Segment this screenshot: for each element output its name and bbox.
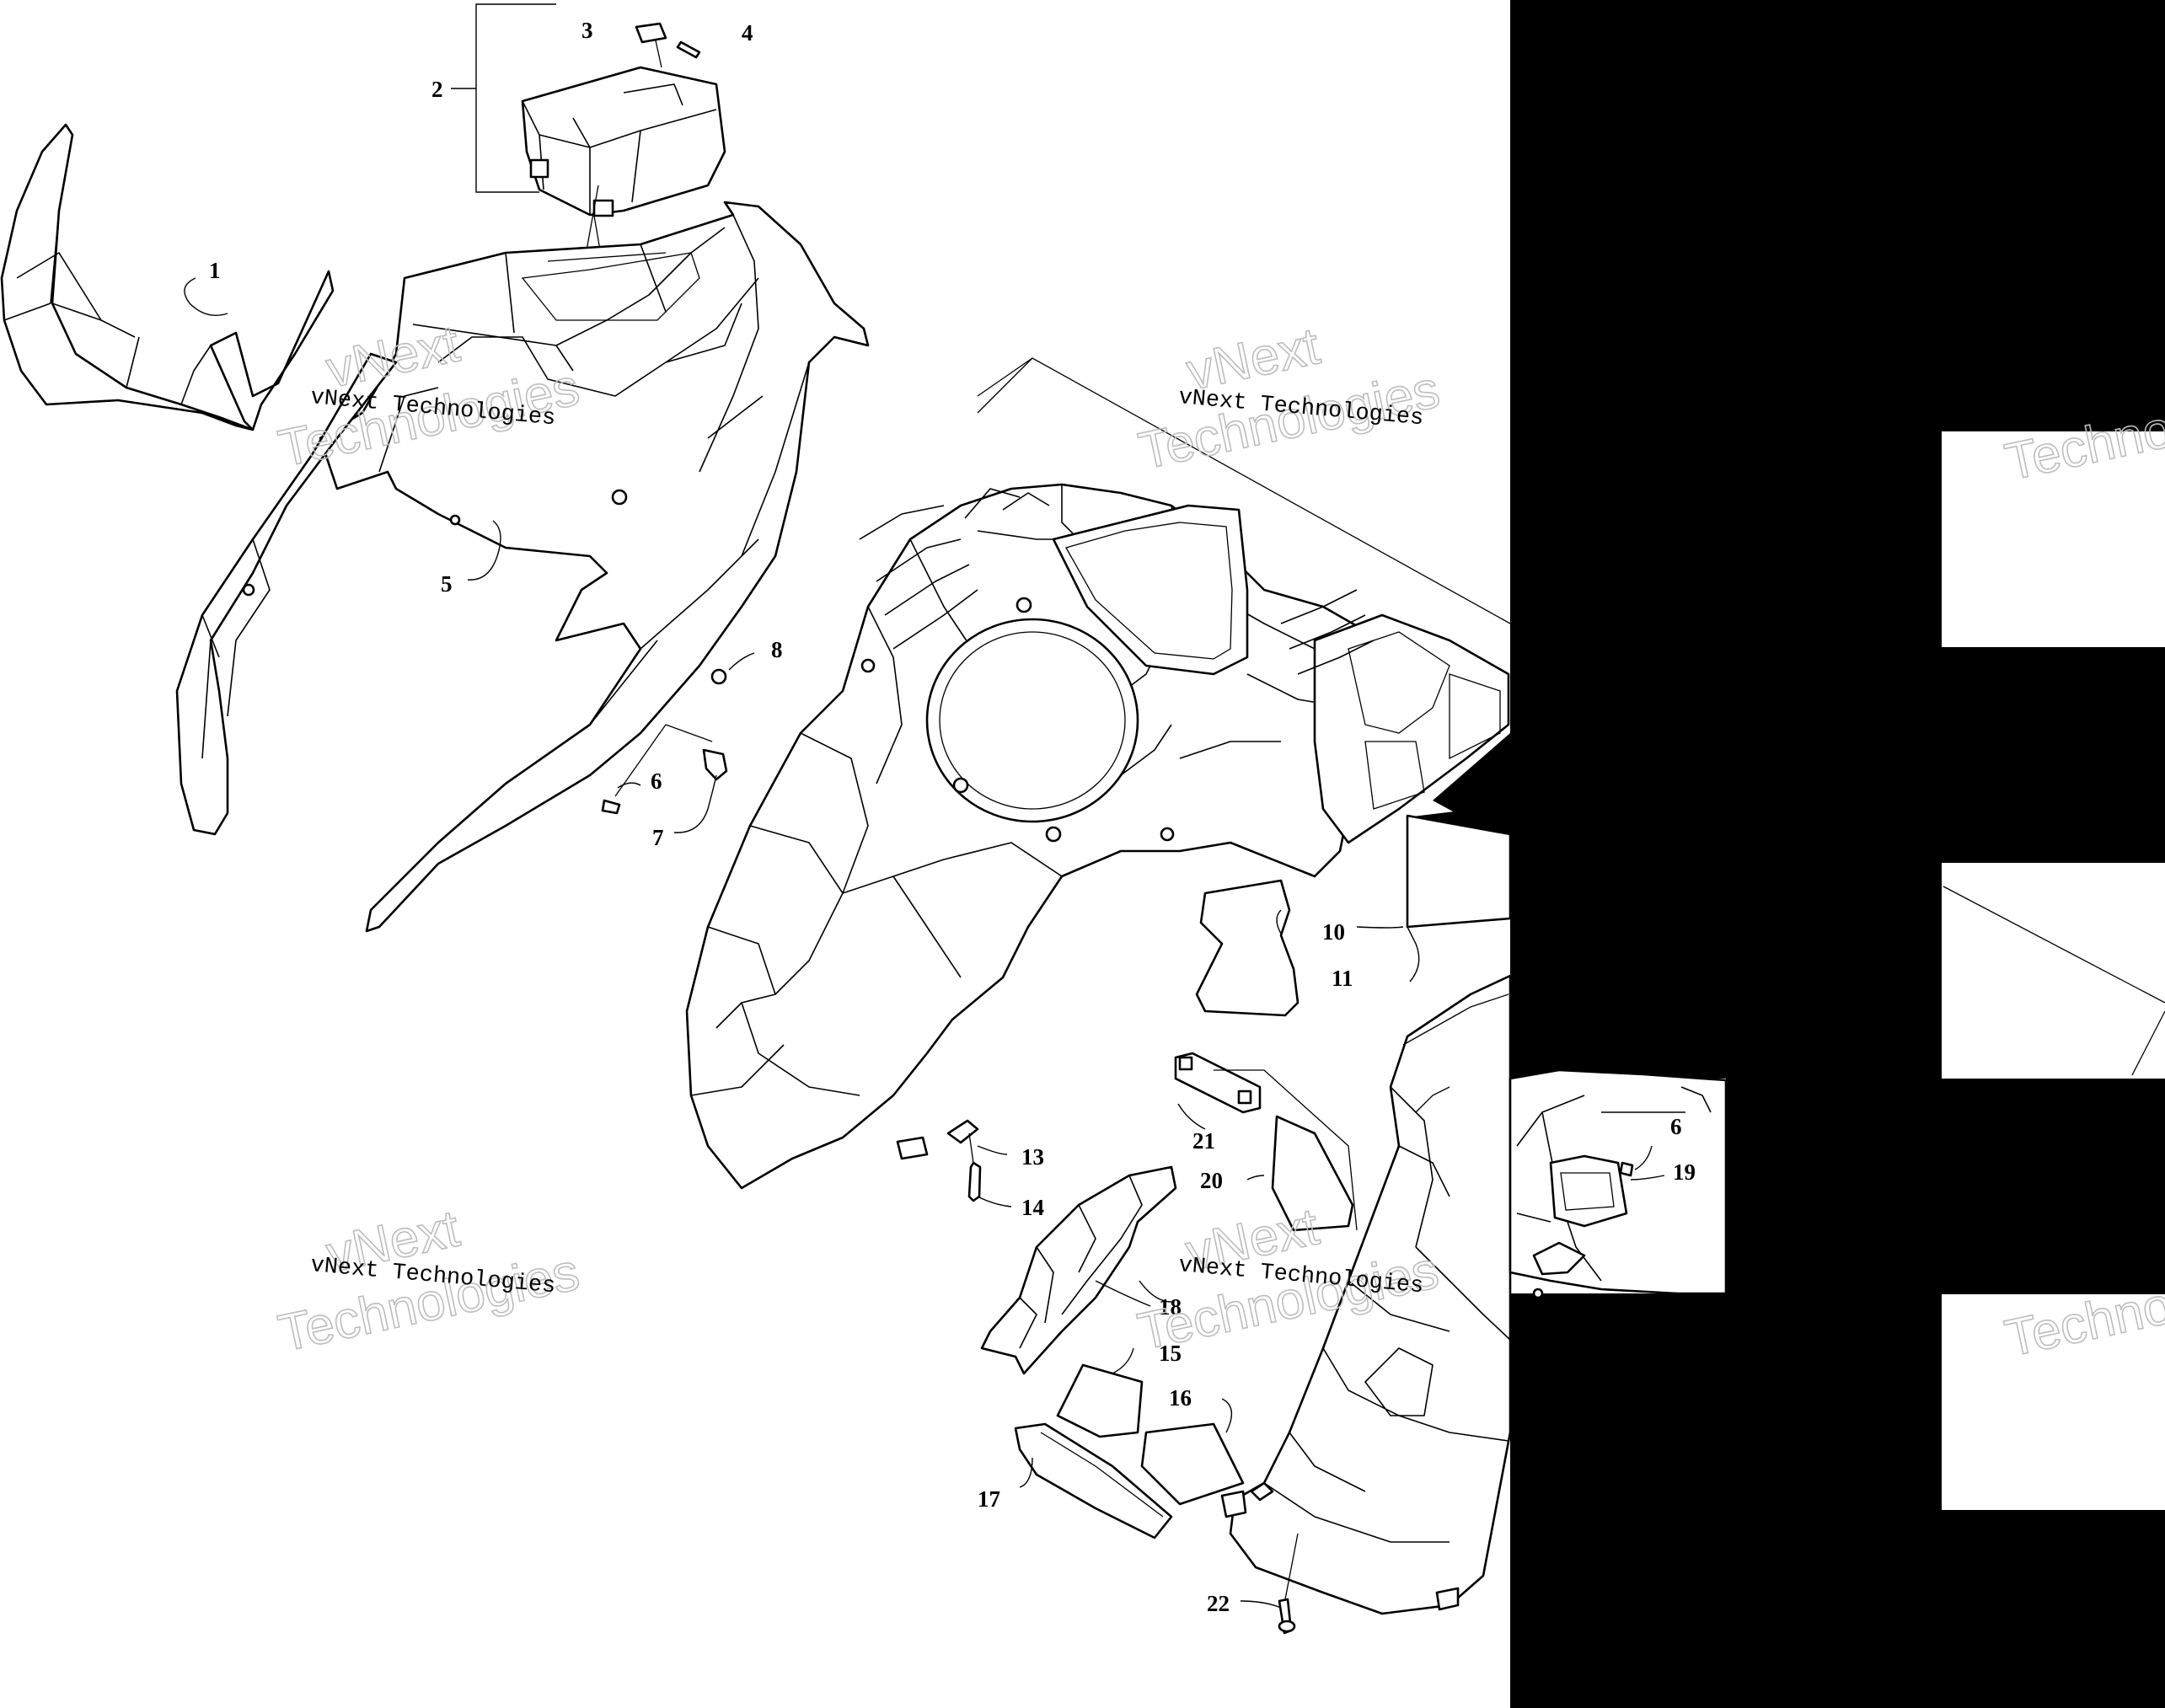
part-5-side-trim <box>175 352 398 836</box>
part-5-hood-panel <box>242 201 870 933</box>
part-19-panel <box>1549 1154 1628 1228</box>
callout-5: 5 <box>441 571 453 597</box>
mask-block-mid <box>1726 1079 2165 1293</box>
callout-1: 1 <box>209 258 221 283</box>
watermark-ghost-2: vNext Technologies <box>1133 316 1445 481</box>
callout-8: 8 <box>771 637 783 662</box>
callout-11: 11 <box>1332 966 1353 991</box>
part-17-foam <box>1014 1422 1173 1539</box>
part-15-foam <box>1056 1363 1144 1438</box>
callout-20: 20 <box>1200 1168 1223 1193</box>
part-10-decal <box>1195 879 1300 1017</box>
callout-19: 19 <box>1673 1159 1696 1185</box>
main-hood-shell <box>685 483 1510 1190</box>
callout-4: 4 <box>742 20 753 46</box>
mask-window-1 <box>1942 431 2165 647</box>
part-22-screw <box>1278 1533 1299 1635</box>
callout-6b: 6 <box>1670 1114 1682 1139</box>
part-7-rivet <box>702 748 728 781</box>
mask-window-line <box>1943 886 2165 1004</box>
callout-15: 15 <box>1159 1341 1182 1366</box>
hood-fasteners <box>601 668 728 815</box>
parts-20-21 <box>1174 1052 1358 1232</box>
callout-7: 7 <box>652 825 664 850</box>
part-8-grommet <box>710 668 727 685</box>
part-4-pin <box>676 40 701 59</box>
callout-16: 16 <box>1169 1385 1192 1411</box>
part-18-air-duct <box>980 1165 1177 1375</box>
callout-21: 21 <box>1192 1128 1215 1154</box>
callout-22: 22 <box>1207 1591 1230 1616</box>
callout-18: 18 <box>1159 1294 1182 1320</box>
lower-console <box>1220 974 1728 1615</box>
callout-3: 3 <box>581 18 593 43</box>
parts-13-14 <box>946 1119 982 1202</box>
callout-6: 6 <box>651 768 662 794</box>
mask-window-3 <box>1942 1294 2165 1510</box>
masking-blocks <box>1406 0 2165 1708</box>
part-3-latch <box>635 22 667 44</box>
part-16-foam <box>1140 1422 1245 1506</box>
construction-lines <box>977 357 1511 624</box>
leader-lines <box>184 277 1665 1609</box>
callout-numbers: 1 2 3 4 5 6 7 8 10 11 13 14 21 20 18 15 … <box>209 18 1696 1616</box>
callout-17: 17 <box>978 1486 1000 1512</box>
callout-10: 10 <box>1322 919 1345 945</box>
callout-13: 13 <box>1021 1144 1044 1170</box>
part-1-windshield-trim <box>0 123 335 431</box>
watermarks: vNext Technologies vNext Technologies vN… <box>273 314 2165 1369</box>
decal-parts <box>1195 814 1512 1017</box>
part-20-pad <box>1271 1115 1354 1232</box>
mask-window-line-2 <box>2131 1010 2165 1076</box>
mask-window-2 <box>1942 863 2165 1079</box>
callout-14: 14 <box>1021 1195 1044 1220</box>
part-2-storage-box <box>451 3 726 388</box>
callout-2: 2 <box>431 77 443 102</box>
part-11-decal <box>1406 814 1512 929</box>
foam-pieces <box>1014 1363 1245 1539</box>
part-6-screw <box>601 799 621 815</box>
